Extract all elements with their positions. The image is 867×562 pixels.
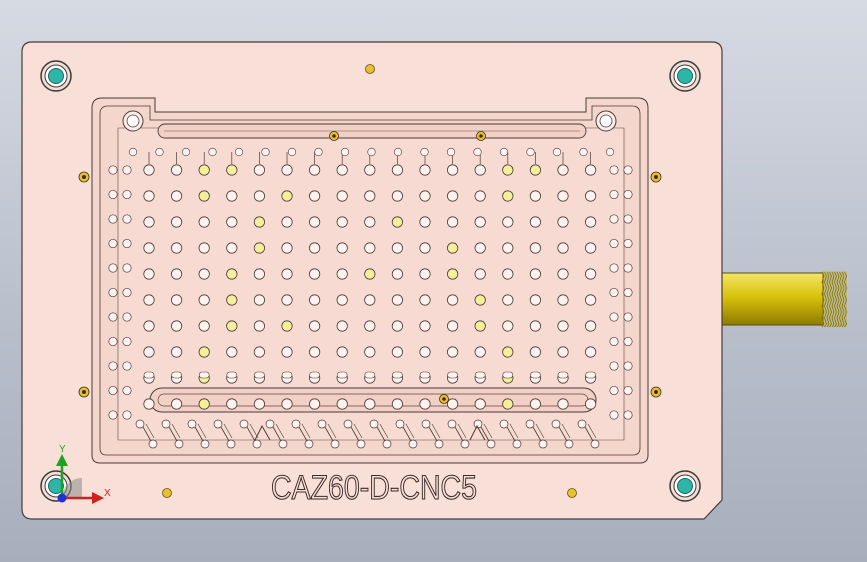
corner-pin-top-right[interactable]	[595, 110, 617, 132]
perimeter-holes	[108, 147, 633, 420]
locating-pin-top[interactable]	[365, 64, 375, 74]
vacuum-hole-grid	[143, 152, 597, 410]
locating-pin-left-upper[interactable]	[78, 171, 90, 183]
corner-pin-top-left[interactable]	[122, 110, 144, 132]
triad-y-label: Y	[59, 444, 66, 455]
screw-top-1[interactable]	[329, 131, 339, 141]
pocket-inner-wall	[99, 105, 641, 456]
bushing-top-left[interactable]	[40, 60, 72, 92]
bushing-bottom-left[interactable]	[40, 470, 72, 502]
part-label: CAZ60-D-CNC5	[271, 469, 477, 507]
screw-bottom[interactable]	[439, 394, 449, 404]
diagonal-grooves	[135, 419, 600, 449]
locating-pin-right-upper[interactable]	[650, 171, 662, 183]
triad-x-label: X	[104, 488, 111, 499]
locating-pin-bottom-right[interactable]	[567, 488, 577, 498]
bushing-top-right[interactable]	[669, 60, 701, 92]
screw-top-2[interactable]	[476, 131, 486, 141]
bushing-bottom-right[interactable]	[669, 470, 701, 502]
locating-pin-left-lower[interactable]	[78, 386, 90, 398]
threaded-shaft[interactable]	[718, 271, 847, 328]
locating-pin-right-lower[interactable]	[650, 386, 662, 398]
locating-pin-bottom-left[interactable]	[162, 488, 172, 498]
top-channel	[157, 123, 587, 139]
coordinate-triad-icon: Y X	[56, 444, 111, 504]
